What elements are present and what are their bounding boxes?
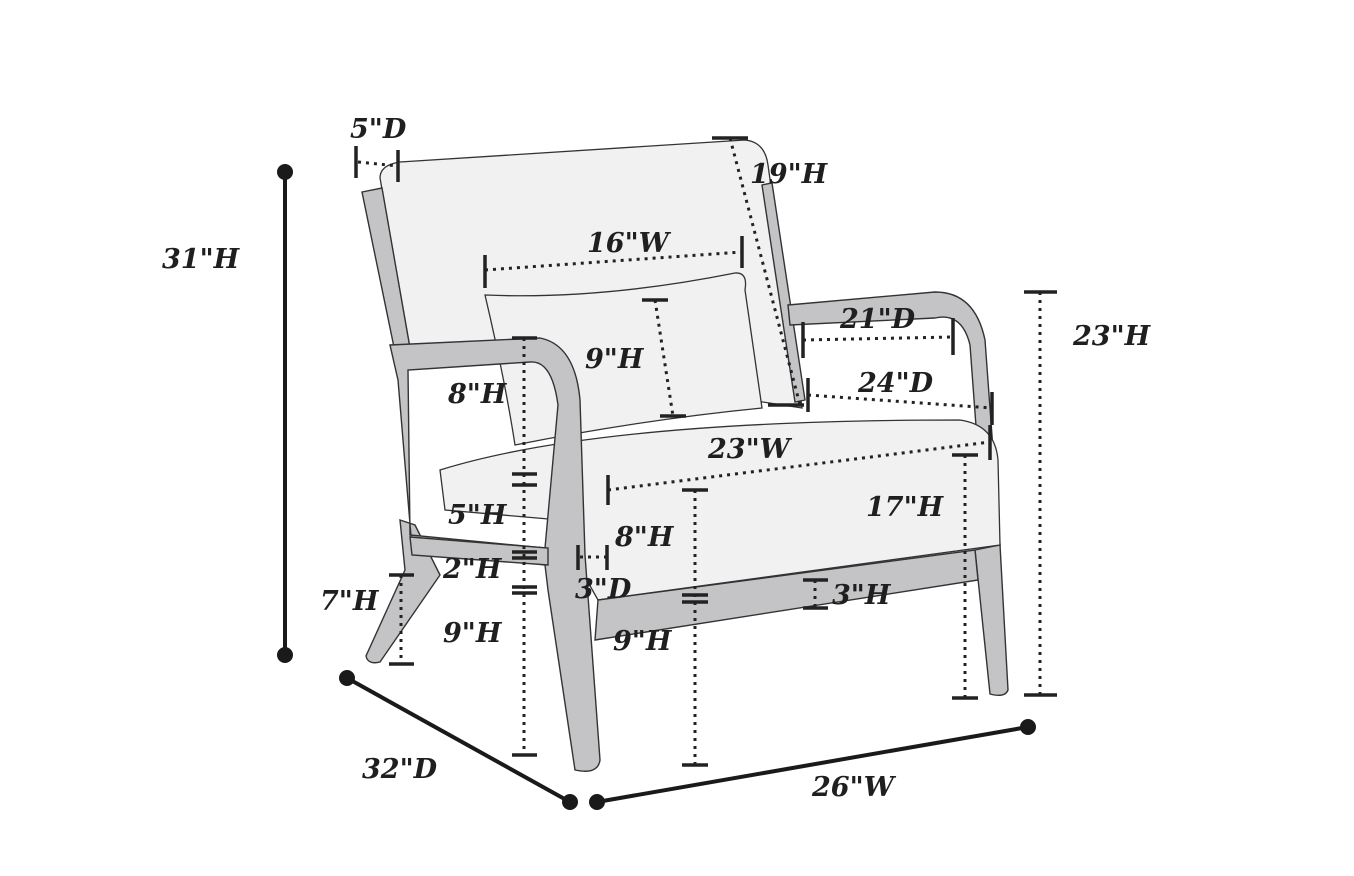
label-arm-depth: 21"D (839, 304, 916, 335)
label-arm-front-depth: 3"D (575, 574, 632, 605)
label-seat-front-height: 8"H (614, 522, 675, 553)
right-front-leg (974, 544, 1009, 697)
label-pillow-height: 9"H (585, 344, 645, 375)
label-overall-height: 31"H (162, 244, 241, 275)
label-cushion-height: 5"H (448, 500, 508, 531)
right-back-post (761, 182, 806, 403)
chair-illustration (361, 139, 1009, 772)
label-seat-depth: 24"D (857, 368, 934, 399)
label-arm-rail-height: 2"H (442, 554, 503, 585)
label-leg-clearance-left: 9"H (443, 618, 503, 649)
label-overall-width: 26"W (811, 772, 897, 803)
label-backrest-height: 19"H (750, 159, 829, 190)
dimension-labels: 5"D 19"H 31"H 16"W 21"D 23"H 9"H 8"H 24"… (162, 114, 1152, 803)
label-back-frame-depth: 5"D (350, 114, 407, 145)
label-overall-depth: 32"D (362, 754, 438, 785)
dimension-lines (277, 136, 1057, 810)
label-arm-height: 23"H (1072, 321, 1152, 352)
label-seat-width: 23"W (707, 434, 793, 465)
label-pillow-width: 16"W (587, 228, 672, 259)
label-seat-rail-height: 3"H (832, 580, 892, 611)
pillow (484, 272, 763, 446)
label-arm-to-seat-height: 8"H (447, 379, 508, 410)
seat-rail (594, 549, 979, 641)
label-back-leg-height: 7"H (320, 586, 380, 617)
label-leg-clearance-front: 9"H (613, 626, 673, 657)
label-seat-height: 17"H (866, 492, 945, 523)
